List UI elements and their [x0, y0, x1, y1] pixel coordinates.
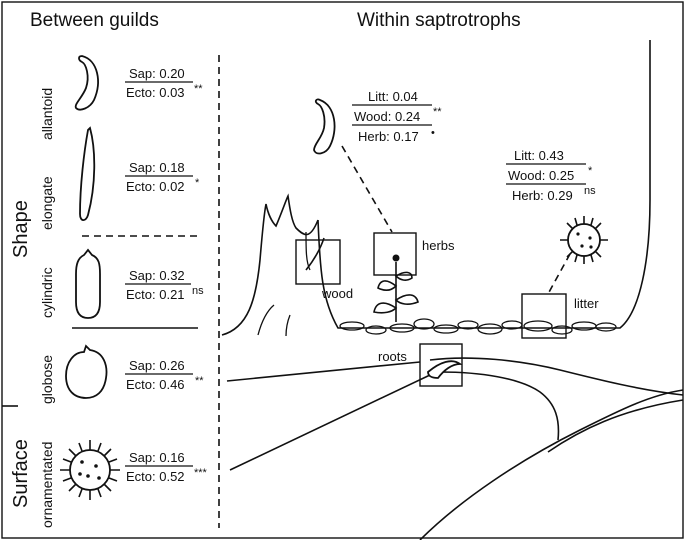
stat-globose-sig: ** — [195, 375, 204, 387]
stat-cylindric: Sap: 0.32 Ecto: 0.21 ns — [125, 268, 204, 302]
stat-elongate: Sap: 0.18 Ecto: 0.02 * — [125, 160, 200, 194]
spore-label-ornamentated: ornamentated — [39, 442, 55, 528]
within-stats-ornamented: Litt: 0.43 Wood: 0.25 * Herb: 0.29 ns — [506, 148, 596, 203]
wood-box — [295, 239, 341, 285]
cylindric-spore-icon — [75, 248, 101, 319]
spore-label-cylindric: cylindric — [39, 267, 55, 318]
stat-cylindric-sap: Sap: 0.32 — [129, 268, 185, 283]
stat-cylindric-ecto: Ecto: 0.21 — [126, 287, 185, 302]
substrate-label-wood: wood — [321, 286, 353, 301]
ornamented-connector — [229, 374, 431, 471]
allantoid-spore-panel-icon — [313, 98, 336, 155]
substrate-label-herbs: herbs — [422, 238, 455, 253]
within-ornamented-herb: Herb: 0.29 — [512, 188, 573, 203]
stat-allantoid-sig: ** — [194, 83, 203, 95]
stat-ornamentated-sig: *** — [194, 467, 208, 479]
stat-allantoid-ecto: Ecto: 0.03 — [126, 85, 185, 100]
herbs-box — [373, 232, 417, 276]
stat-allantoid: Sap: 0.20 Ecto: 0.03 ** — [125, 66, 203, 100]
roots-box — [419, 343, 463, 387]
wood-twig — [305, 237, 325, 271]
spore-label-globose: globose — [39, 355, 55, 404]
globose-connector — [226, 361, 421, 382]
allantoid-connector — [341, 145, 393, 233]
category-surface: Surface — [10, 439, 32, 508]
substrate-label-litter: litter — [574, 296, 599, 311]
within-ornamented-wood-sig: * — [588, 165, 593, 177]
stat-elongate-ecto: Ecto: 0.02 — [126, 179, 185, 194]
substrate-label-roots: roots — [378, 349, 407, 364]
ornamented-spore-icon — [60, 440, 120, 500]
ornamented-spore-panel-icon — [560, 216, 608, 264]
within-allantoid-wood: Wood: 0.24 — [354, 109, 420, 124]
stat-globose: Sap: 0.26 Ecto: 0.46 ** — [125, 358, 204, 392]
spore-label-elongate: elongate — [39, 176, 55, 230]
category-shape: Shape — [10, 200, 32, 258]
allantoid-spore-icon — [74, 55, 99, 111]
landscape — [221, 40, 684, 540]
stat-ornamentated-sap: Sap: 0.16 — [129, 450, 185, 465]
within-allantoid-wood-sig: ** — [433, 106, 442, 118]
litter-box — [521, 293, 567, 339]
header-within-saprotrophs: Within saptrotrophs — [357, 10, 521, 31]
stat-allantoid-sap: Sap: 0.20 — [129, 66, 185, 81]
within-ornamented-litt: Litt: 0.43 — [514, 148, 564, 163]
within-allantoid-herb-sig: • — [431, 127, 435, 139]
within-ornamented-wood: Wood: 0.25 — [508, 168, 574, 183]
globose-spore-icon — [65, 344, 108, 399]
within-ornamented-herb-sig: ns — [584, 185, 596, 197]
within-allantoid-litt: Litt: 0.04 — [368, 89, 418, 104]
stat-elongate-sap: Sap: 0.18 — [129, 160, 185, 175]
elongate-spore-icon — [79, 126, 96, 222]
stat-ornamentated-ecto: Ecto: 0.52 — [126, 469, 185, 484]
stat-globose-ecto: Ecto: 0.46 — [126, 377, 185, 392]
within-allantoid-herb: Herb: 0.17 — [358, 129, 419, 144]
stat-ornamentated: Sap: 0.16 Ecto: 0.52 *** — [125, 450, 208, 484]
spore-label-allantoid: allantoid — [39, 88, 55, 140]
stat-elongate-sig: * — [195, 177, 200, 189]
stat-cylindric-sig: ns — [192, 285, 204, 297]
ornamented-connector-dashed — [547, 253, 571, 295]
within-stats-allantoid: Litt: 0.04 Wood: 0.24 ** Herb: 0.17 • — [352, 89, 442, 144]
stat-globose-sap: Sap: 0.26 — [129, 358, 185, 373]
header-between-guilds: Between guilds — [30, 10, 159, 31]
